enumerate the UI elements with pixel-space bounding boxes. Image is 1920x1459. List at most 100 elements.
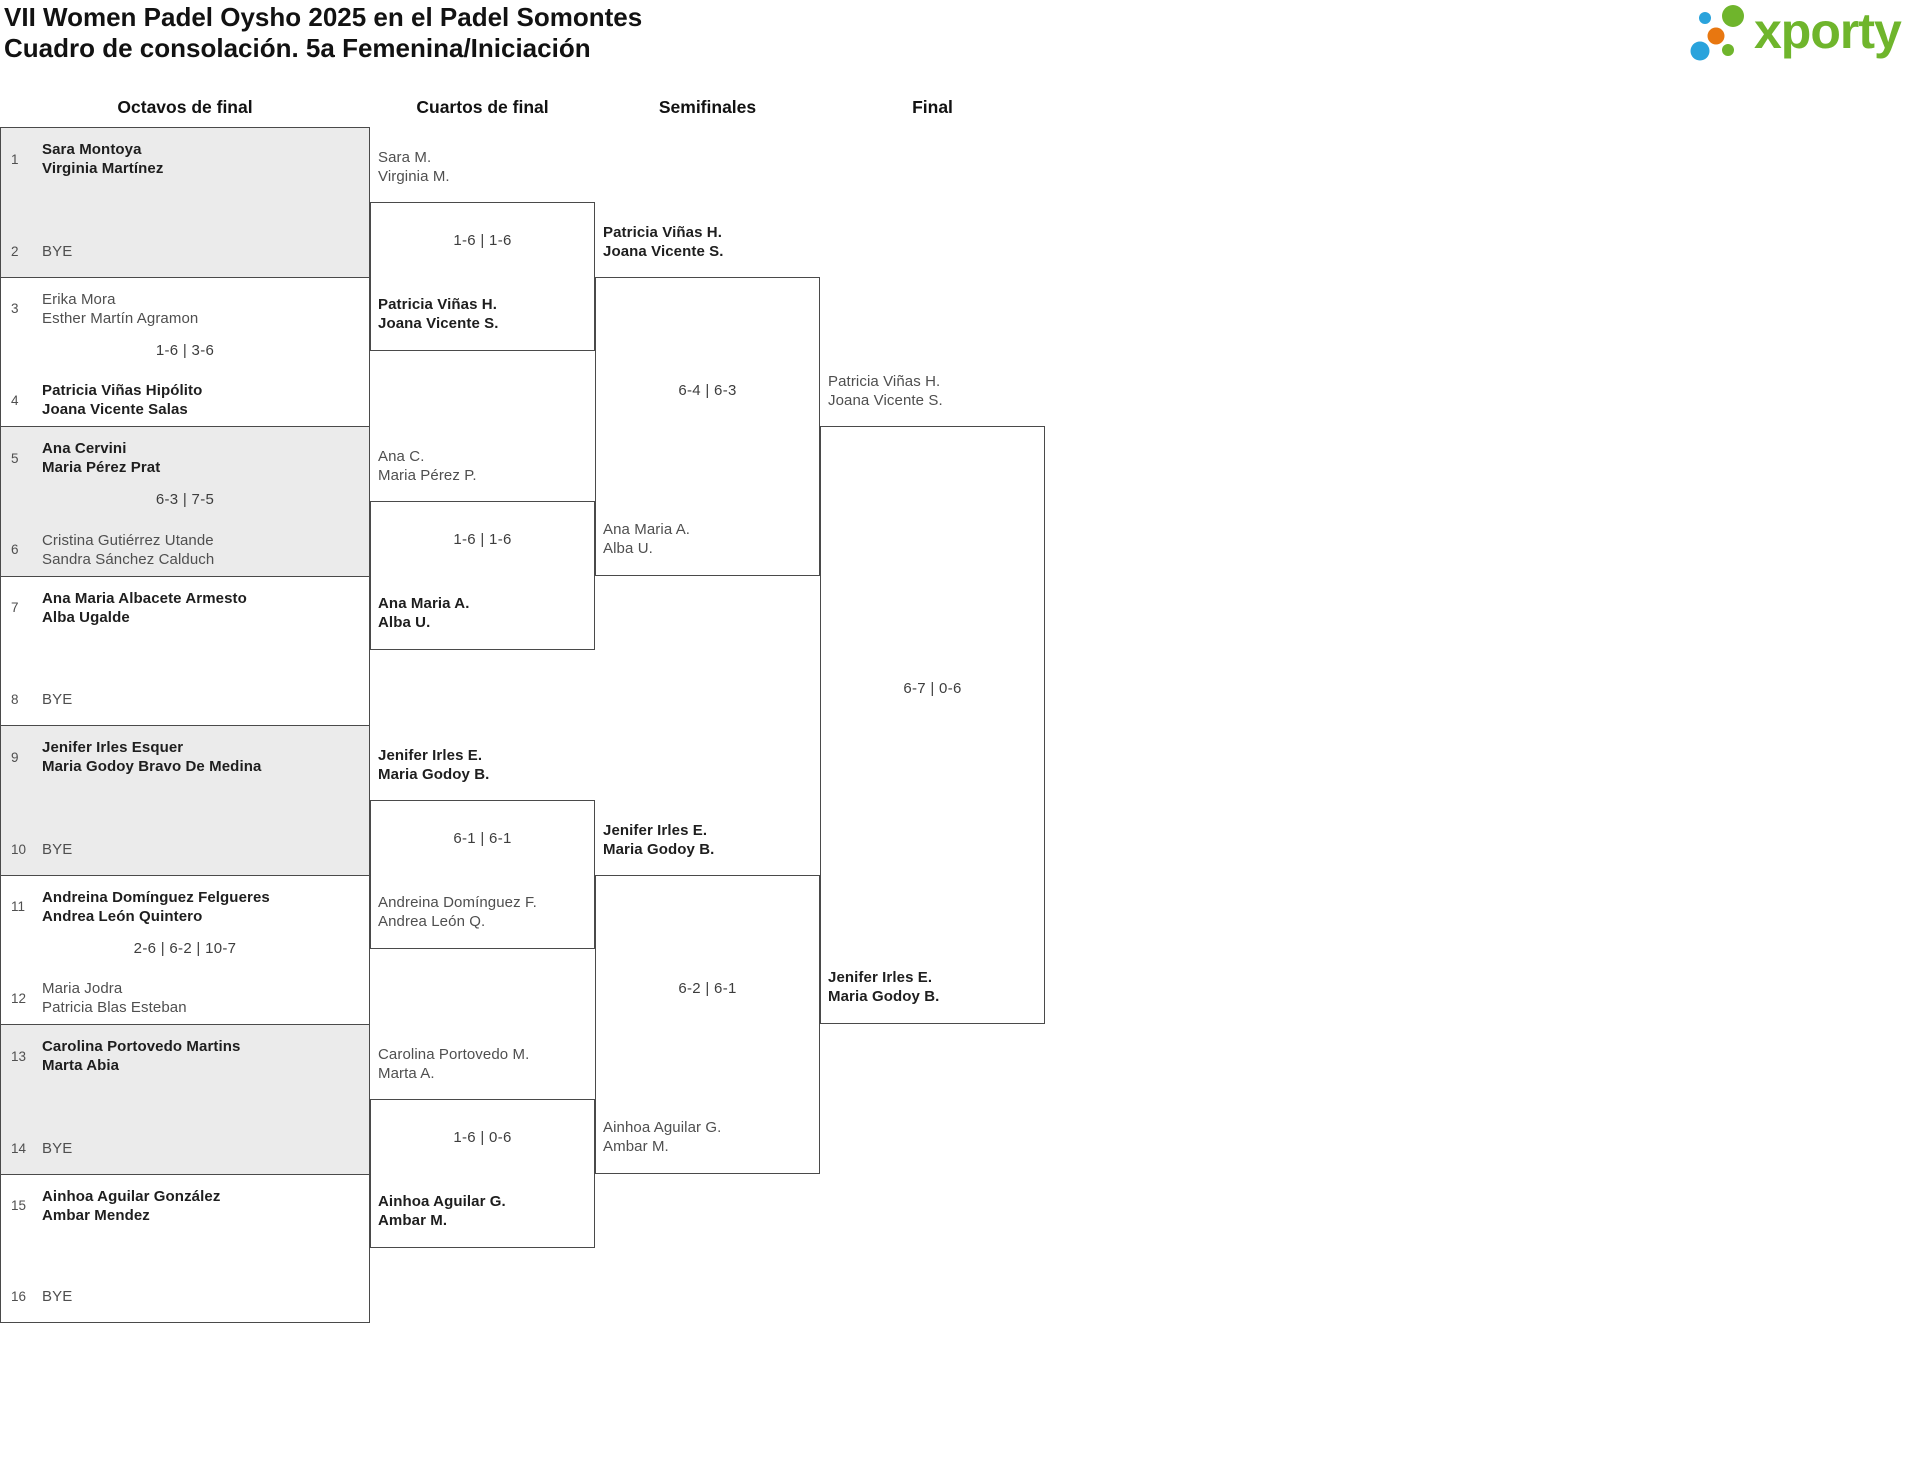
player-name: Maria Pérez Prat (42, 459, 161, 476)
player-name: Andrea León Q. (378, 913, 486, 931)
team-slot: 5 Ana Cervini Maria Pérez Prat (9, 439, 363, 477)
match-octavos-2: 3 Erika Mora Esther Martín Agramon 1-6 |… (0, 276, 370, 426)
team-names: BYE (42, 1287, 72, 1306)
player-name: Patricia Viñas H. (828, 373, 941, 390)
player-name: Erika Mora (42, 290, 116, 308)
team-slot: 10 BYE (9, 840, 363, 859)
player-name: Ana Maria A. (603, 520, 691, 538)
match-score: 6-2 | 6-1 (678, 979, 737, 997)
match-score: 6-3 | 7-5 (155, 491, 215, 509)
seed-number: 8 (11, 692, 19, 707)
player-name: Joana Vicente Salas (42, 401, 188, 418)
team-names: Andreina Domínguez F. Andrea León Q. (378, 893, 590, 931)
player-name: Ana Maria A. (378, 595, 470, 613)
page-title: VII Women Padel Oysho 2025 en el Padel S… (4, 2, 643, 32)
round-header-semifinales: Semifinales (658, 97, 757, 117)
team-slot: 11 Andreina Domínguez Felgueres Andrea L… (9, 888, 363, 926)
player-name: Ambar Mendez (42, 1206, 150, 1224)
player-name: Ana Cervini (42, 440, 127, 457)
match-score: 2-6 | 6-2 | 10-7 (133, 939, 237, 957)
team-names: Ana Cervini Maria Pérez Prat (42, 439, 160, 477)
team-names: Ana Maria A. Alba U. (378, 594, 590, 632)
player-name: Ana C. (378, 447, 425, 465)
seed-number: 9 (11, 749, 19, 765)
player-name: Andreina Domínguez F. (378, 894, 537, 912)
player-name: Maria Godoy B. (828, 988, 940, 1005)
team-slot: 12 Maria Jodra Patricia Blas Esteban (9, 979, 363, 1017)
player-name: Alba U. (603, 539, 653, 557)
team-slot: 7 Ana Maria Albacete Armesto Alba Ugalde (9, 589, 363, 627)
team-names: Patricia Viñas H. Joana Vicente S. (828, 372, 1040, 410)
match-score: 6-1 | 6-1 (453, 829, 512, 847)
team-slot: 8 BYE (9, 690, 363, 709)
seed-number: 10 (11, 841, 27, 857)
match-octavos-4: 7 Ana Maria Albacete Armesto Alba Ugalde… (0, 575, 370, 725)
match-score: 6-7 | 0-6 (903, 680, 962, 697)
team-names: Ainhoa Aguilar G. Ambar M. (603, 1118, 815, 1156)
seed-number: 14 (11, 1140, 27, 1156)
match-final: Patricia Viñas H. Joana Vicente S. 6-7 |… (820, 373, 1045, 1024)
match-cuartos-2: Ana C. Maria Pérez P. 1-6 | 1-6 Ana Mari… (370, 448, 595, 651)
team-names: Ainhoa Aguilar González Ambar Mendez (42, 1187, 220, 1225)
team-slot: 13 Carolina Portovedo Martins Marta Abia (9, 1037, 363, 1075)
team-names: Ana Maria Albacete Armesto Alba Ugalde (42, 589, 247, 627)
player-name: Ambar M. (603, 1137, 669, 1155)
player-name: Marta Abia (42, 1057, 120, 1074)
player-name: Alba U. (378, 614, 431, 632)
match-semifinal-2: Jenifer Irles E. Maria Godoy B. 6-2 | 6-… (595, 822, 820, 1174)
seed-number: 4 (11, 392, 19, 408)
team-names: Patricia Viñas H. Joana Vicente S. (603, 223, 815, 261)
xporty-logo[interactable]: xporty (1690, 3, 1902, 66)
page-subtitle: Cuadro de consolación. 5a Femenina/Inici… (4, 33, 591, 63)
seed-number: 2 (11, 243, 19, 259)
team-names: Ana Maria A. Alba U. (603, 520, 815, 558)
team-names: Sara Montoya Virginia Martínez (42, 140, 163, 178)
team-slot: 15 Ainhoa Aguilar González Ambar Mendez (9, 1187, 363, 1225)
team-slot: 3 Erika Mora Esther Martín Agramon (9, 290, 363, 328)
player-name: Maria Godoy B. (603, 840, 715, 858)
team-names: BYE (42, 1139, 72, 1158)
team-names: Patricia Viñas H. Joana Vicente S. (378, 295, 590, 333)
player-name: Patricia Blas Esteban (42, 999, 187, 1016)
team-names: BYE (42, 840, 72, 859)
player-name: Joana Vicente S. (603, 242, 724, 260)
match-semifinal-1: Patricia Viñas H. Joana Vicente S. 6-4 |… (595, 224, 820, 576)
seed-number: 3 (11, 301, 19, 316)
team-slot: 6 Cristina Gutiérrez Utande Sandra Sánch… (9, 531, 363, 569)
seed-number: 12 (11, 990, 27, 1006)
team-slot: 1 Sara Montoya Virginia Martínez (9, 140, 363, 178)
player-name: Maria Jodra (42, 980, 123, 997)
player-name: Sara Montoya (42, 141, 142, 158)
match-cuartos-1: Sara M. Virginia M. 1-6 | 1-6 Patricia V… (370, 149, 595, 352)
team-names: Carolina Portovedo M. Marta A. (378, 1045, 590, 1083)
seed-number: 16 (11, 1289, 27, 1304)
player-name: Andrea León Quintero (42, 907, 203, 925)
player-name: Jenifer Irles E. (828, 969, 933, 986)
seed-number: 15 (11, 1198, 27, 1213)
player-name: Virginia M. (378, 167, 450, 185)
team-names: Cristina Gutiérrez Utande Sandra Sánchez… (42, 531, 214, 569)
player-name: Cristina Gutiérrez Utande (42, 531, 214, 549)
player-name: Ainhoa Aguilar González (42, 1187, 221, 1205)
team-names: Sara M. Virginia M. (378, 148, 590, 186)
match-score: 1-6 | 0-6 (453, 1128, 512, 1146)
player-name: BYE (42, 840, 73, 858)
seed-number: 7 (11, 600, 19, 615)
seed-number: 1 (11, 151, 19, 167)
player-name: Carolina Portovedo M. (378, 1045, 530, 1063)
player-name: Sandra Sánchez Calduch (42, 550, 215, 568)
player-name: Maria Pérez P. (378, 466, 477, 484)
round-header-cuartos: Cuartos de final (416, 97, 549, 117)
player-name: Esther Martín Agramon (42, 309, 199, 327)
match-octavos-3: 5 Ana Cervini Maria Pérez Prat 6-3 | 7-5… (0, 426, 370, 576)
round-header-octavos: Octavos de final (117, 97, 253, 117)
match-cuartos-3: Jenifer Irles E. Maria Godoy B. 6-1 | 6-… (370, 747, 595, 950)
player-name: BYE (42, 1288, 73, 1305)
team-names: Jenifer Irles E. Maria Godoy B. (378, 746, 590, 784)
team-names: Ainhoa Aguilar G. Ambar M. (378, 1192, 590, 1230)
match-score: 1-6 | 1-6 (453, 530, 512, 548)
seed-number: 13 (11, 1048, 27, 1064)
match-score: 1-6 | 1-6 (453, 231, 512, 249)
team-slot: 2 BYE (9, 242, 363, 261)
